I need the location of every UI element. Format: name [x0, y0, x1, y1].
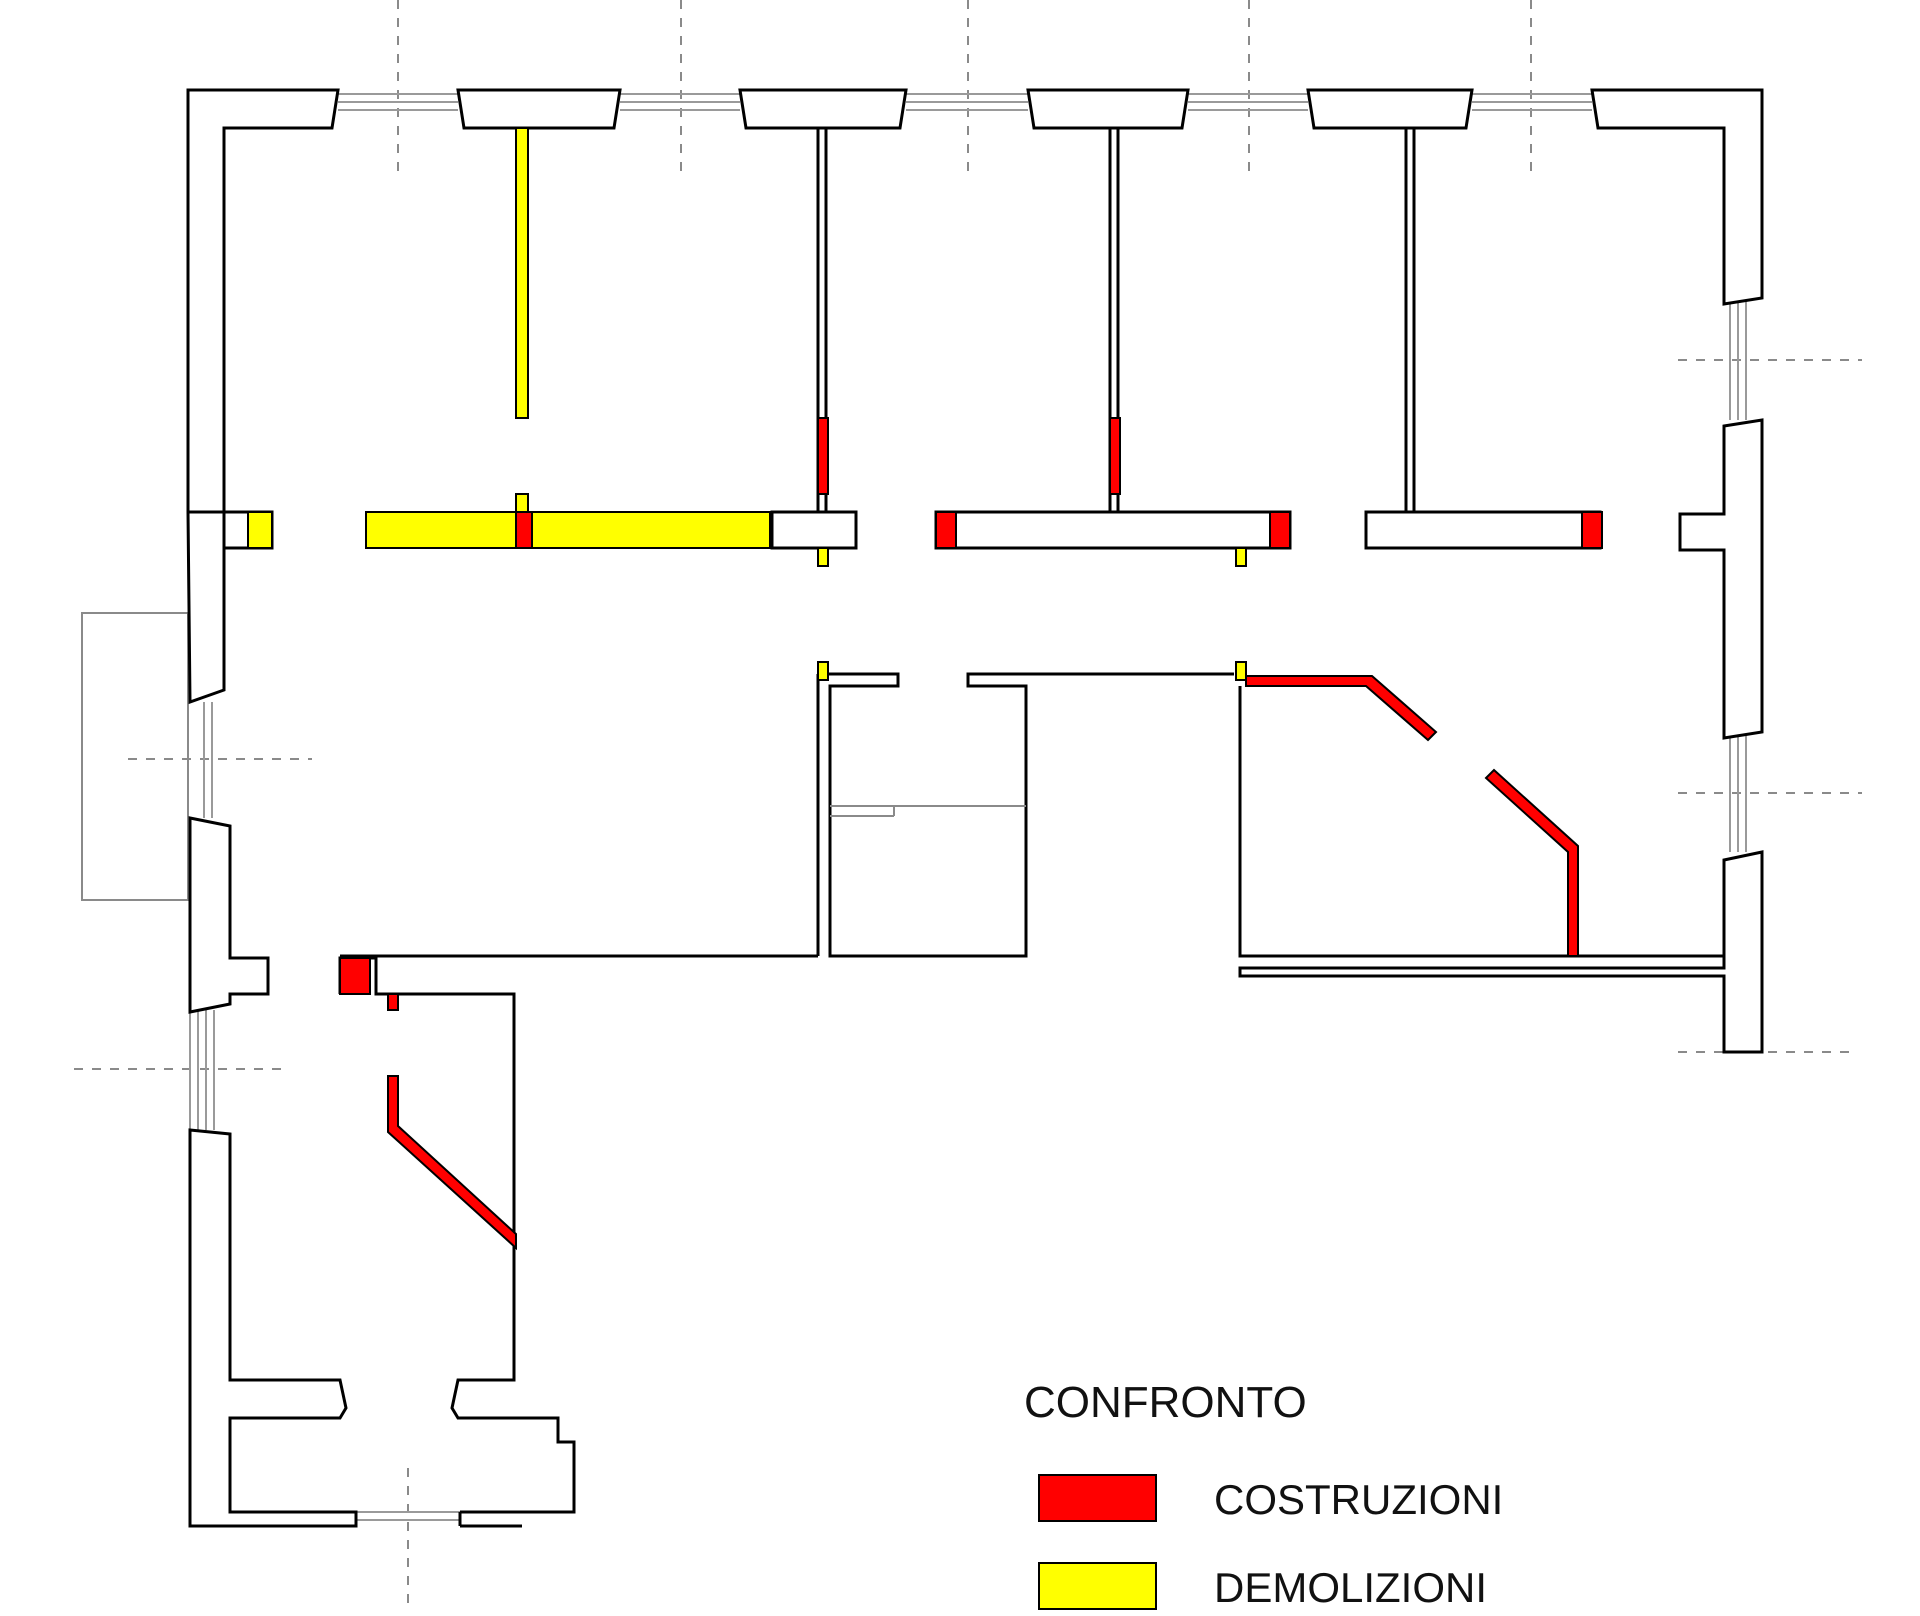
constructions	[339, 417, 1603, 1251]
demolition-stub-3	[817, 661, 829, 681]
legend-label-costruzioni: COSTRUZIONI	[1214, 1476, 1504, 1523]
demolition-left-stub	[247, 511, 273, 549]
right-wall-segment-1	[1678, 418, 1764, 740]
construction-small-post	[387, 993, 399, 1011]
construction-post-4	[1581, 511, 1603, 549]
top-wall-pier-2	[456, 88, 622, 130]
construction-partition-2	[1109, 417, 1121, 495]
corridor-wall-b	[934, 510, 1292, 550]
left-wall-segment-2	[188, 816, 270, 1014]
top-wall-pier-4	[1026, 88, 1190, 130]
construction-pier-hall	[339, 957, 371, 995]
construction-post-1	[515, 511, 533, 549]
bottom-wing-wall	[338, 956, 576, 1514]
demolitions	[247, 127, 1247, 681]
demolition-stub-4	[1235, 661, 1247, 681]
legend-swatch-costruzioni	[1038, 1474, 1157, 1522]
construction-post-3	[1269, 511, 1291, 549]
construction-diagonal-wall-lower	[1484, 768, 1579, 957]
central-block-top	[818, 672, 1234, 958]
balcony-outline	[81, 612, 189, 901]
right-wall-segment-2	[1238, 850, 1764, 1054]
top-wall-pier-3	[738, 88, 908, 130]
lower-right-room	[1238, 686, 1724, 958]
top-wall-pier-1	[186, 88, 340, 514]
interior-walls	[222, 128, 1724, 958]
window-glazing	[189, 93, 1747, 1521]
demolition-stub-2	[1235, 547, 1247, 567]
construction-diagonal-wall-upper	[1245, 675, 1438, 742]
demolition-vertical-wall	[515, 127, 529, 419]
construction-diagonal-wall-left	[387, 1075, 517, 1251]
demolition-post-1	[515, 493, 529, 513]
top-wall-pier-5	[1306, 88, 1474, 130]
left-wall-segment-1	[186, 510, 226, 705]
demolition-long-wall	[365, 511, 771, 549]
construction-post-2	[935, 511, 957, 549]
legend-label-demolizioni: DEMOLIZIONI	[1214, 1564, 1488, 1611]
outer-walls	[186, 88, 1764, 1528]
construction-partition-1	[817, 417, 829, 495]
corridor-wall-a	[770, 510, 858, 550]
top-wall-pier-6	[1590, 88, 1764, 306]
axis-guides	[74, 0, 1862, 1608]
demolition-stub-1	[817, 547, 829, 567]
left-wall-segment-3	[188, 1128, 358, 1528]
legend-title: CONFRONTO	[1024, 1378, 1307, 1427]
legend-swatch-demolizioni	[1038, 1562, 1157, 1610]
corridor-wall-c	[1364, 510, 1602, 550]
